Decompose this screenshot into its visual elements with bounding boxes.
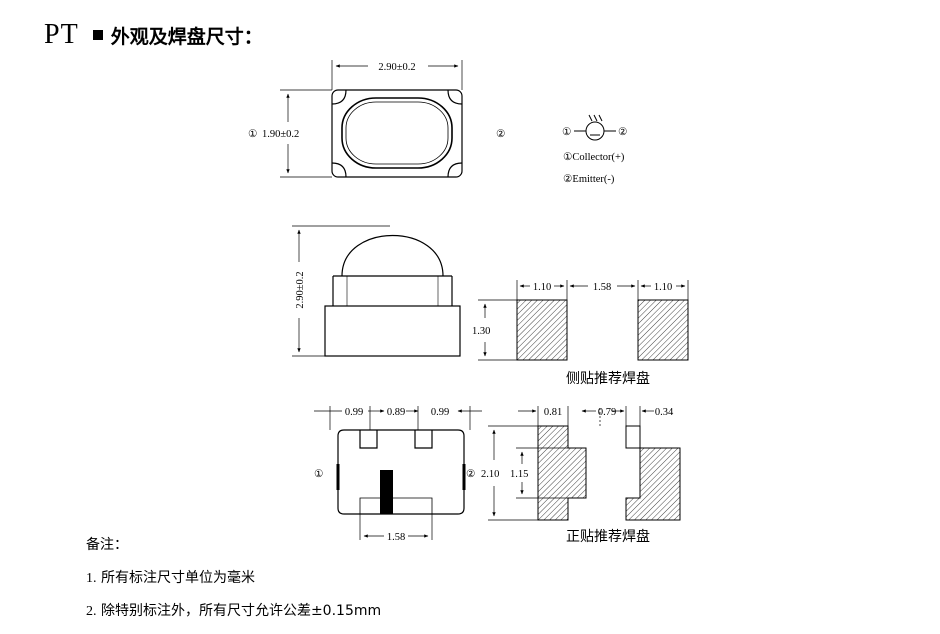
page-title: PT 外观及焊盘尺寸： (44, 18, 263, 52)
symbol-pin1: ① (562, 126, 572, 138)
note-text: 所有标注尺寸单位为毫米 (100, 570, 255, 586)
phototransistor-symbol-icon (574, 114, 616, 141)
front-pad-dim-3: 0.34 (655, 407, 674, 418)
section-title: 外观及焊盘尺寸： (110, 25, 263, 48)
bullet-square-icon (92, 30, 103, 40)
note-item-2: 2. 除特别标注外，所有尺寸允许公差±0.15mm (86, 600, 381, 620)
top-width-dim: 2.90±0.2 (378, 62, 415, 73)
cathode-mark (380, 470, 393, 514)
note-number: 1. (86, 571, 97, 586)
front-pad-total-height: 2.10 (481, 469, 499, 480)
bottom-pin2: ② (466, 468, 476, 480)
bottom-pin1: ① (314, 468, 324, 480)
bottom-dim-width: 1.58 (387, 532, 405, 543)
side-pad-layout (478, 280, 689, 361)
side-pad-height: 1.30 (472, 326, 490, 337)
bottom-dim-3: 0.99 (431, 407, 449, 418)
symbol-pin2: ② (618, 126, 628, 138)
product-code: PT (44, 19, 79, 50)
front-pad-inner-height: 1.15 (510, 469, 528, 480)
side-pad-w2: 1.10 (654, 282, 672, 293)
top-height-dim: 1.90±0.2 (262, 129, 299, 140)
side-height-dim: 2.90±0.2 (295, 271, 306, 308)
top-view (280, 60, 463, 178)
emitter-legend: ②Emitter(-) (563, 173, 615, 185)
note-text: 除特别标注外，所有尺寸允许公差±0.15mm (100, 603, 382, 619)
bottom-dim-2: 0.89 (387, 407, 405, 418)
front-pad-layout (488, 406, 681, 521)
side-view (292, 225, 461, 357)
notes-heading: 备注： (86, 537, 128, 553)
front-pad-caption: 正贴推荐焊盘 (566, 528, 650, 545)
side-pad-caption: 侧贴推荐焊盘 (566, 370, 650, 387)
front-pad-dim-1: 0.81 (544, 407, 562, 418)
top-pin1-label: ① (248, 128, 258, 140)
side-pad-w1: 1.10 (533, 282, 551, 293)
note-number: 2. (86, 604, 97, 619)
bottom-dim-1: 0.99 (345, 407, 363, 418)
bottom-view (314, 406, 482, 540)
side-pad-gap: 1.58 (593, 282, 611, 293)
note-item-1: 1. 所有标注尺寸单位为毫米 (86, 567, 255, 587)
top-pin2-label: ② (496, 128, 506, 140)
collector-legend: ①Collector(+) (563, 151, 625, 163)
front-pad-dim-2: 0.79 (598, 407, 616, 418)
